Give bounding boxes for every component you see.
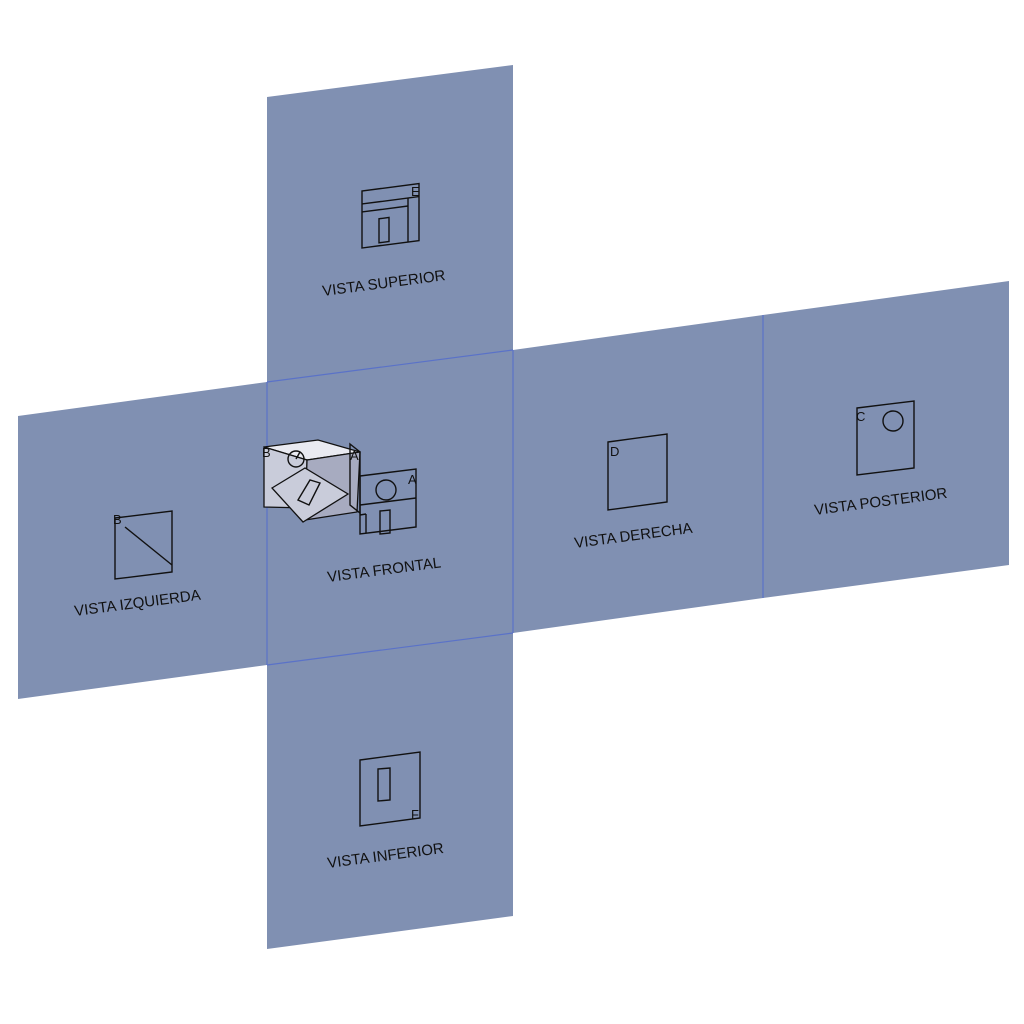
drawing-inferior [359, 751, 421, 827]
letter-posterior: C [856, 409, 865, 424]
seam-top [266, 349, 514, 383]
drawing-superior [361, 182, 420, 249]
drawing-frontal [359, 468, 417, 535]
letter-frontal: A [408, 472, 417, 487]
drawing-izquierda [114, 510, 173, 580]
iso-letter-left: B [262, 445, 271, 460]
panel-posterior [763, 281, 1009, 598]
isometric-part [263, 439, 361, 523]
letter-superior: E [411, 184, 420, 199]
letter-derecha: D [610, 444, 619, 459]
iso-letter-right: A [350, 448, 359, 463]
panel-derecha [513, 315, 763, 633]
seam-bottom [266, 632, 514, 666]
letter-inferior: F [411, 807, 419, 822]
drawing-derecha [607, 433, 668, 511]
panel-frontal [267, 350, 513, 665]
panel-superior [267, 65, 513, 382]
drawing-posterior [856, 400, 915, 476]
fold-seams [266, 315, 764, 666]
letter-izquierda: B [113, 512, 122, 527]
